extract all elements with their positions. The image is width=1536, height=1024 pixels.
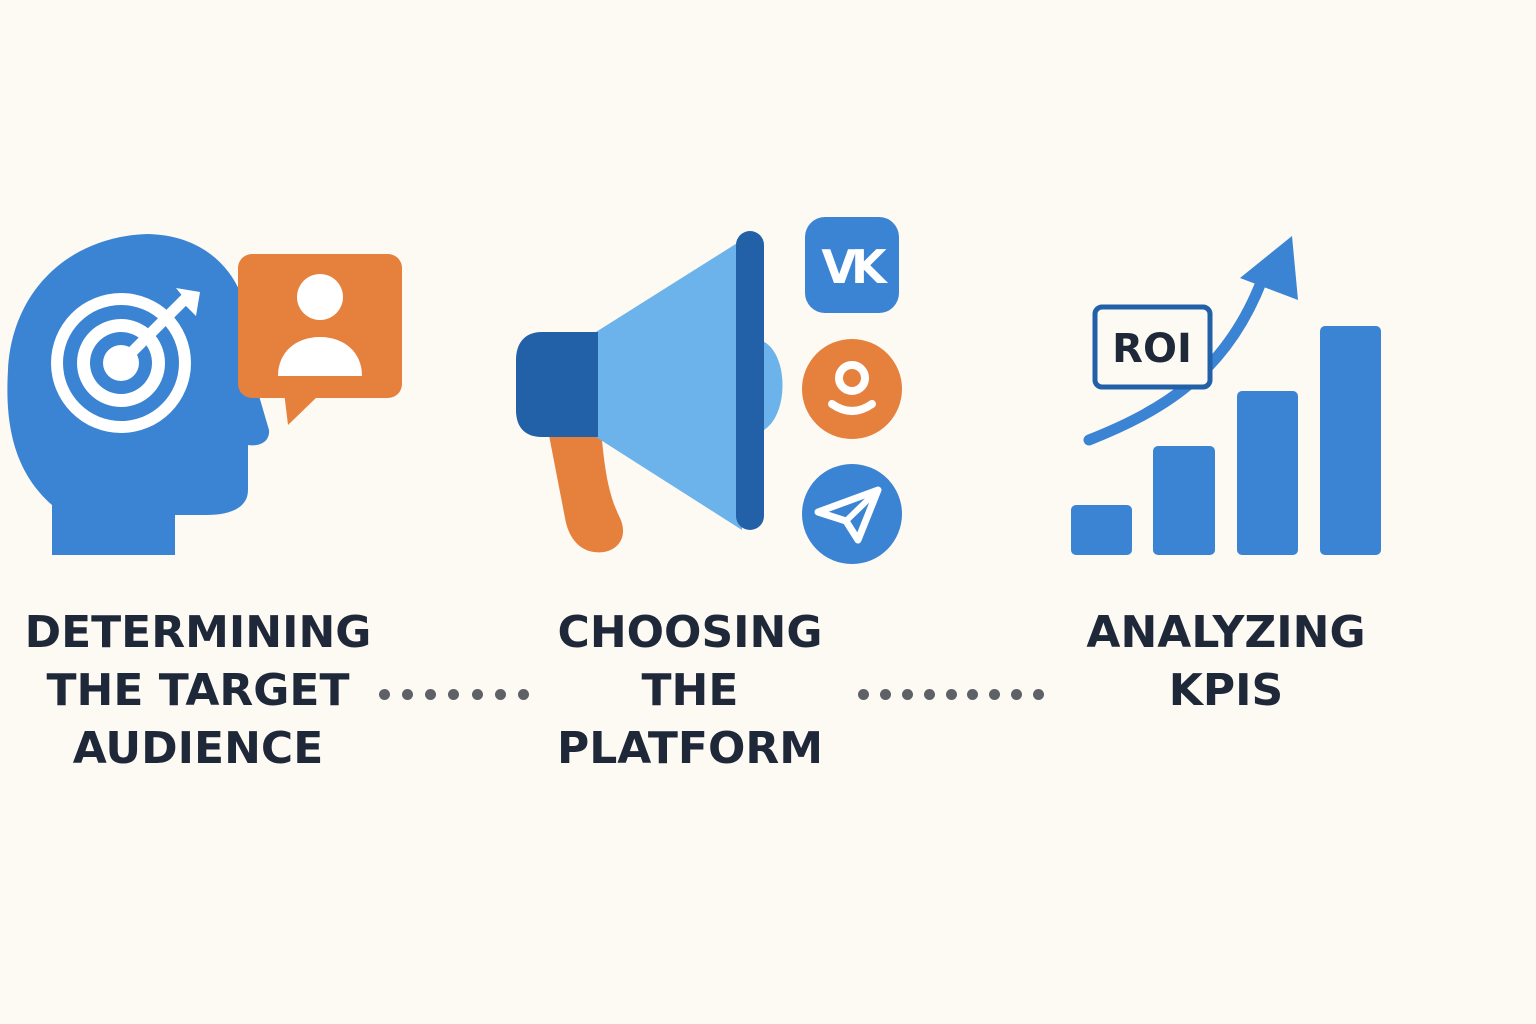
step-2-label-line-1: CHOOSING (557, 607, 823, 658)
step-2-label-line-3: PLATFORM (556, 723, 824, 774)
step-1-label-line-3: AUDIENCE (72, 723, 324, 774)
roi-label: ROI (1112, 326, 1192, 372)
telegram-paper-plane (814, 486, 882, 544)
odnoklassniki-head (835, 361, 869, 395)
megaphone-back (516, 332, 598, 437)
step-1-label-line-2: THE TARGET (46, 665, 350, 716)
connector-dot (901, 689, 913, 700)
connector-dot (517, 689, 529, 700)
megaphone-handle (548, 420, 624, 553)
chart-bar-3 (1237, 391, 1298, 555)
connector-dot (858, 689, 869, 700)
megaphone-cone (596, 240, 742, 530)
vk-icon-background (805, 217, 899, 313)
step-1-label-line-1: DETERMINING (24, 607, 372, 658)
connector-dot (425, 689, 437, 700)
speech-bubble (238, 254, 402, 398)
odnoklassniki-smile (828, 400, 876, 415)
roi-badge (1092, 304, 1213, 390)
step-3-label: ANALYZING KPIs (1016, 604, 1436, 720)
telegram-icon (802, 464, 902, 564)
head-target-icon (7, 234, 270, 555)
dotted-connector-2 (858, 689, 1044, 700)
growth-chart-icon: ROI (1071, 236, 1381, 555)
vk-icon: VK (805, 217, 899, 313)
odnoklassniki-icon (802, 339, 902, 439)
connector-dot (402, 689, 414, 700)
megaphone-rim (760, 340, 783, 432)
user-head (297, 274, 343, 320)
arrow-shaft (115, 292, 192, 369)
connector-dot (471, 689, 483, 700)
chart-bar-1 (1071, 505, 1132, 555)
step-2-label: CHOOSING THE PLATFORM (480, 604, 900, 778)
connector-dot (494, 689, 506, 700)
megaphone-bell (736, 231, 764, 530)
connector-dot (879, 689, 891, 700)
dotted-connector-1 (379, 689, 529, 700)
telegram-plane-fold (843, 487, 881, 524)
growth-arrow-head (1240, 236, 1298, 300)
user-speech-bubble-icon (238, 254, 402, 425)
connector-dot (379, 689, 390, 700)
vk-logo-text: VK (821, 240, 889, 294)
step-2-label-line-2: THE (641, 665, 739, 716)
chart-bar-4 (1320, 326, 1381, 555)
arrow-fletching (176, 288, 200, 316)
connector-dot (1033, 689, 1044, 700)
step-3-label-line-2: KPIs (1168, 665, 1284, 716)
chart-bar-2 (1153, 446, 1215, 555)
connector-dot (967, 689, 979, 700)
step-1-label: DETERMINING THE TARGET AUDIENCE (0, 604, 408, 778)
connector-dot (989, 689, 1001, 700)
connector-dot (923, 689, 935, 700)
speech-bubble-tail (284, 392, 318, 425)
step-3-label-line-1: ANALYZING (1086, 607, 1366, 658)
megaphone-icon (516, 231, 783, 553)
user-body (278, 337, 362, 376)
connector-dot (1011, 689, 1023, 700)
connector-dot (945, 689, 957, 700)
connector-dot (448, 689, 460, 700)
